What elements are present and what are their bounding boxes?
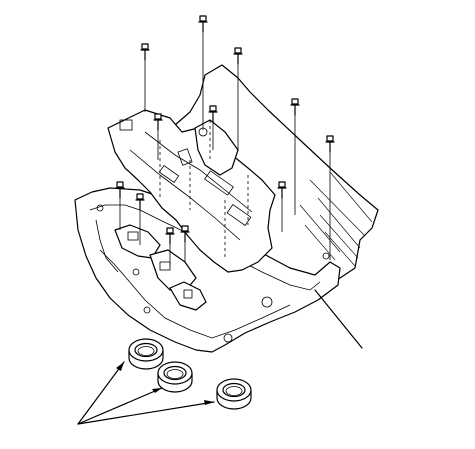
- screw-group: [115, 15, 335, 265]
- side-bracket: [194, 119, 239, 176]
- screw: [277, 181, 287, 232]
- left-brackets: [114, 224, 207, 311]
- screw: [233, 47, 243, 150]
- screw: [135, 193, 145, 245]
- alignment-lines: [159, 120, 249, 260]
- clip: [216, 378, 252, 410]
- shell-leader-line: [314, 289, 363, 349]
- screw: [198, 15, 208, 130]
- screw: [153, 113, 163, 160]
- screw: [208, 105, 218, 150]
- screw: [115, 181, 125, 230]
- screw: [180, 225, 190, 262]
- screw: [140, 43, 150, 112]
- screw: [165, 227, 175, 265]
- clip: [157, 361, 193, 393]
- screw: [290, 98, 300, 215]
- clip-leader-lines: [77, 361, 215, 425]
- clip-group: [128, 338, 252, 410]
- clip: [128, 338, 164, 370]
- fastener-marks: [96, 204, 330, 343]
- screw: [325, 135, 335, 260]
